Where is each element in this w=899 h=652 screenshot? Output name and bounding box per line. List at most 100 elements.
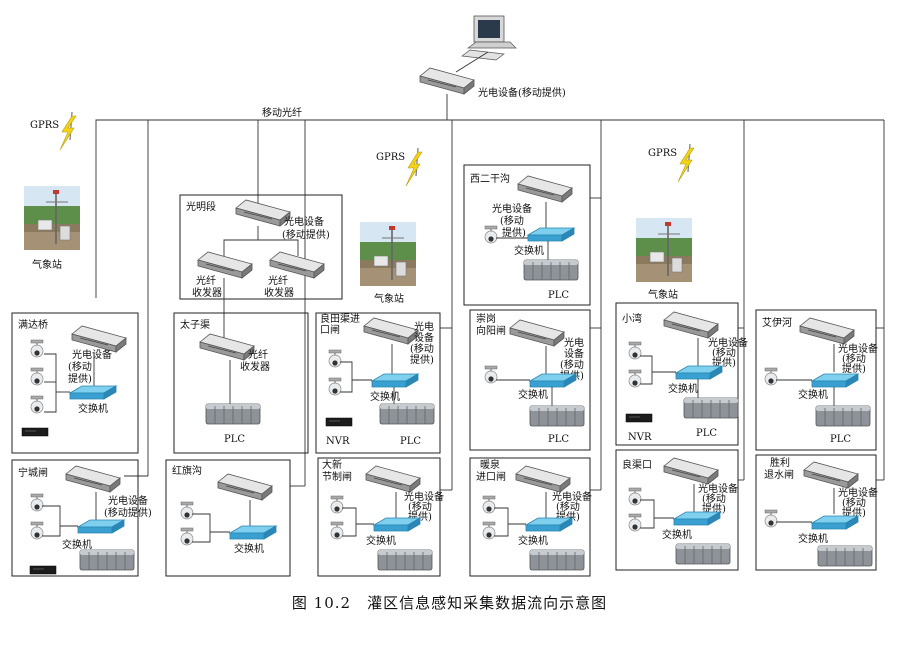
svg-text:(移动提供): (移动提供) bbox=[282, 228, 330, 241]
plc-icon bbox=[815, 405, 871, 427]
camera-icon bbox=[628, 487, 642, 506]
nvr-icon bbox=[625, 413, 653, 423]
svg-text:收发器: 收发器 bbox=[240, 360, 270, 373]
site-name: 小湾 bbox=[622, 312, 642, 325]
fiber-transceiver-icon bbox=[199, 333, 255, 361]
gprs-signal-icon bbox=[677, 143, 695, 183]
weather-station-1: GPRS 气象站 bbox=[23, 111, 81, 271]
switch-icon bbox=[373, 517, 421, 532]
site-xiaowan: 小湾 光电设备 (移动 提供) 交换机 NVR PLC bbox=[615, 302, 748, 446]
optical-device-icon bbox=[799, 317, 855, 345]
svg-text:光纤: 光纤 bbox=[196, 274, 216, 287]
svg-text:光电: 光电 bbox=[564, 336, 584, 349]
svg-text:进口闸: 进口闸 bbox=[476, 470, 506, 483]
svg-text:交换机: 交换机 bbox=[62, 538, 92, 551]
gprs-label: GPRS bbox=[648, 148, 677, 159]
site-name: 宁城闸 bbox=[18, 466, 48, 479]
svg-text:交换机: 交换机 bbox=[518, 388, 548, 401]
svg-text:光电设备: 光电设备 bbox=[404, 490, 444, 503]
fiber-label: 移动光纤 bbox=[262, 106, 302, 119]
svg-text:提供): 提供) bbox=[410, 353, 434, 366]
site-name: 崇岗 bbox=[476, 313, 496, 325]
main-optical-device-icon bbox=[419, 67, 475, 95]
backbone-fiber bbox=[95, 94, 448, 298]
svg-text:节制闸: 节制闸 bbox=[322, 470, 352, 483]
svg-text:PLC: PLC bbox=[830, 434, 851, 445]
svg-text:提供): 提供) bbox=[842, 362, 866, 375]
weather-station-label: 气象站 bbox=[32, 258, 62, 271]
optical-device-icon bbox=[663, 457, 719, 485]
optical-device-icon bbox=[365, 465, 421, 493]
svg-text:(移动: (移动 bbox=[410, 342, 434, 355]
site-name: 良渠口 bbox=[622, 458, 652, 471]
optical-device-icon bbox=[217, 473, 273, 501]
svg-text:交换机: 交换机 bbox=[798, 532, 828, 545]
svg-text:(移动: (移动 bbox=[500, 214, 524, 227]
site-chonggang: 崇岗 向阳闸 光电 设备 (移动 提供) 交换机 PLC bbox=[469, 309, 591, 451]
switch-icon bbox=[525, 517, 573, 532]
svg-text:光电设备: 光电设备 bbox=[284, 215, 324, 228]
svg-text:(移动: (移动 bbox=[702, 492, 726, 505]
plc-icon bbox=[377, 549, 433, 571]
camera-icon bbox=[30, 339, 44, 358]
camera-icon bbox=[328, 377, 342, 396]
weather-station-3: GPRS 气象站 bbox=[635, 143, 695, 301]
site-taiziqu: 太子渠 光纤 收发器 PLC bbox=[173, 312, 309, 454]
svg-text:设备: 设备 bbox=[564, 347, 584, 360]
camera-icon bbox=[482, 495, 496, 514]
switch-icon bbox=[527, 227, 575, 242]
site-aiyihe: 艾伊河 光电设备 (移动 提供) 交换机 PLC bbox=[755, 309, 878, 451]
svg-text:PLC: PLC bbox=[548, 434, 569, 445]
svg-text:(移动: (移动 bbox=[842, 496, 866, 509]
plc-icon bbox=[683, 397, 739, 419]
plc-icon bbox=[675, 543, 731, 565]
svg-text:向阳闸: 向阳闸 bbox=[476, 324, 506, 337]
plc-icon bbox=[79, 549, 135, 571]
optical-device-icon bbox=[363, 317, 419, 345]
fiber-transceiver-icon bbox=[197, 251, 253, 279]
site-xierganggou: 西二干沟 光电设备 (移动 提供) 交换机 PLC bbox=[463, 164, 591, 306]
camera-icon bbox=[628, 513, 642, 532]
svg-text:交换机: 交换机 bbox=[662, 528, 692, 541]
camera-icon bbox=[628, 369, 642, 388]
camera-icon bbox=[628, 341, 642, 360]
svg-text:PLC: PLC bbox=[696, 428, 717, 439]
camera-icon bbox=[482, 521, 496, 540]
optical-device-icon bbox=[509, 319, 565, 347]
weather-station-2: GPRS 气象站 bbox=[359, 147, 423, 305]
svg-text:退水闸: 退水闸 bbox=[764, 468, 794, 481]
optical-device-icon bbox=[71, 325, 127, 353]
gprs-signal-icon bbox=[59, 111, 77, 151]
camera-icon bbox=[330, 495, 344, 514]
camera-icon bbox=[764, 509, 778, 528]
camera-icon bbox=[484, 225, 498, 244]
svg-text:PLC: PLC bbox=[224, 434, 245, 445]
svg-text:光电设备: 光电设备 bbox=[108, 494, 148, 507]
svg-text:交换机: 交换机 bbox=[668, 382, 698, 395]
svg-text:交换机: 交换机 bbox=[518, 534, 548, 547]
optical-device-icon bbox=[515, 465, 571, 493]
nvr-icon bbox=[29, 565, 57, 575]
svg-text:收发器: 收发器 bbox=[264, 286, 294, 299]
svg-text:(移动提供): (移动提供) bbox=[104, 506, 152, 519]
site-mandaqiao: 满达桥 光电设备 (移动 提供) 交换机 bbox=[11, 312, 139, 454]
svg-text:光纤: 光纤 bbox=[248, 348, 268, 361]
site-name: 暖泉 bbox=[480, 458, 500, 471]
site-name: 艾伊河 bbox=[762, 317, 792, 329]
monitoring-computer-icon bbox=[461, 15, 517, 61]
site-nuanquan: 暖泉 进口闸 光电设备 (移动 提供) 交换机 bbox=[469, 457, 592, 577]
weather-station-label: 气象站 bbox=[374, 292, 404, 305]
svg-text:(移动: (移动 bbox=[68, 360, 92, 373]
gprs-label: GPRS bbox=[30, 120, 59, 131]
camera-icon bbox=[30, 395, 44, 414]
camera-icon bbox=[328, 349, 342, 368]
svg-text:PLC: PLC bbox=[548, 290, 569, 301]
switch-icon bbox=[529, 373, 577, 388]
site-name: 良田渠进 bbox=[320, 312, 360, 325]
camera-icon bbox=[484, 365, 498, 384]
site-guangming: 光明段 光电设备 (移动提供) 光纤 收发器 光纤 收发器 bbox=[179, 194, 343, 300]
site-ningcheng: 宁城闸 光电设备 (移动提供) 交换机 bbox=[11, 459, 152, 577]
switch-icon bbox=[371, 373, 419, 388]
svg-text:NVR: NVR bbox=[628, 432, 652, 443]
